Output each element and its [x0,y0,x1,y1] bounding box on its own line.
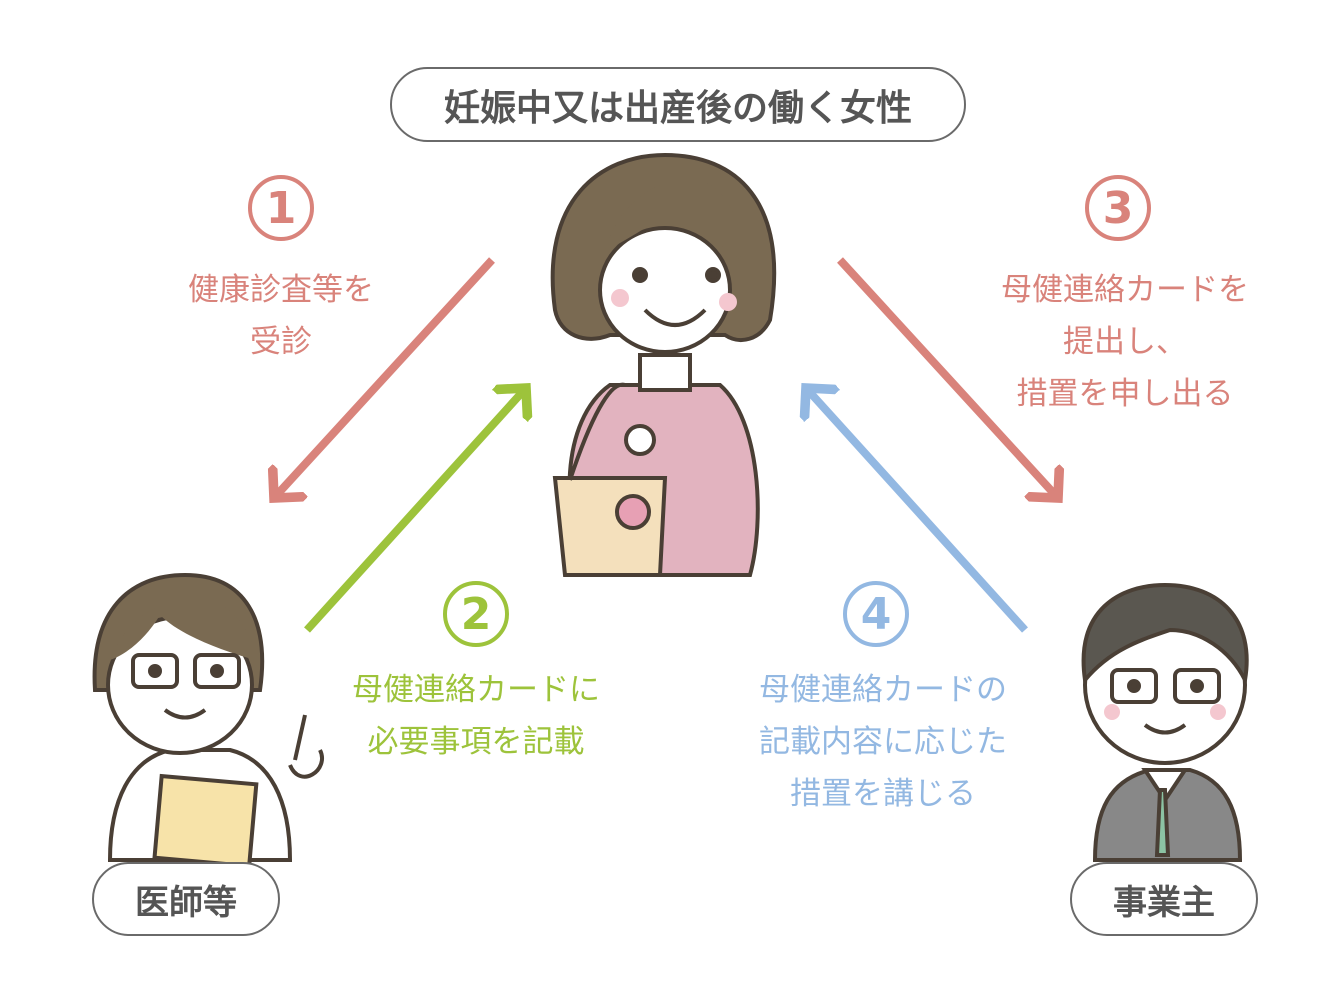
step1-number: 1 [248,175,314,241]
employer-illustration [1081,582,1249,862]
title-badge: 妊娠中又は出産後の働く女性 [390,67,966,142]
step2-text: 母健連絡カードに 必要事項を記載 [352,664,600,768]
arrow-step4 [806,388,1028,633]
step1-text: 健康診査等を 受診 [188,264,374,368]
step3-line: 提出し、 [1063,324,1187,360]
doctor-illustration [92,572,324,869]
step4-line: 措置を講じる [790,776,976,812]
pregnant-woman-illustration [550,152,777,577]
step2-line: 必要事項を記載 [367,724,585,760]
step4-number: 4 [843,581,909,647]
doctor-label: 医師等 [92,862,280,936]
step2-number: 2 [443,581,509,647]
step3-number: 3 [1085,175,1151,241]
step3-line: 母健連絡カードを [1001,272,1249,308]
step1-line: 健康診査等を [188,272,374,308]
step2-line: 母健連絡カードに [352,672,600,708]
step4-text: 母健連絡カードの 記載内容に応じた 措置を講じる [759,664,1007,820]
step4-line: 記載内容に応じた [759,724,1007,760]
step3-text: 母健連絡カードを 提出し、 措置を申し出る [1001,264,1249,420]
arrow-step1 [274,257,495,498]
step1-line: 受診 [250,324,312,360]
employer-label: 事業主 [1070,862,1258,936]
arrow-step2 [304,388,526,633]
step3-line: 措置を申し出る [1016,376,1234,412]
arrow-step3 [837,257,1058,498]
step4-line: 母健連絡カードの [759,672,1007,708]
